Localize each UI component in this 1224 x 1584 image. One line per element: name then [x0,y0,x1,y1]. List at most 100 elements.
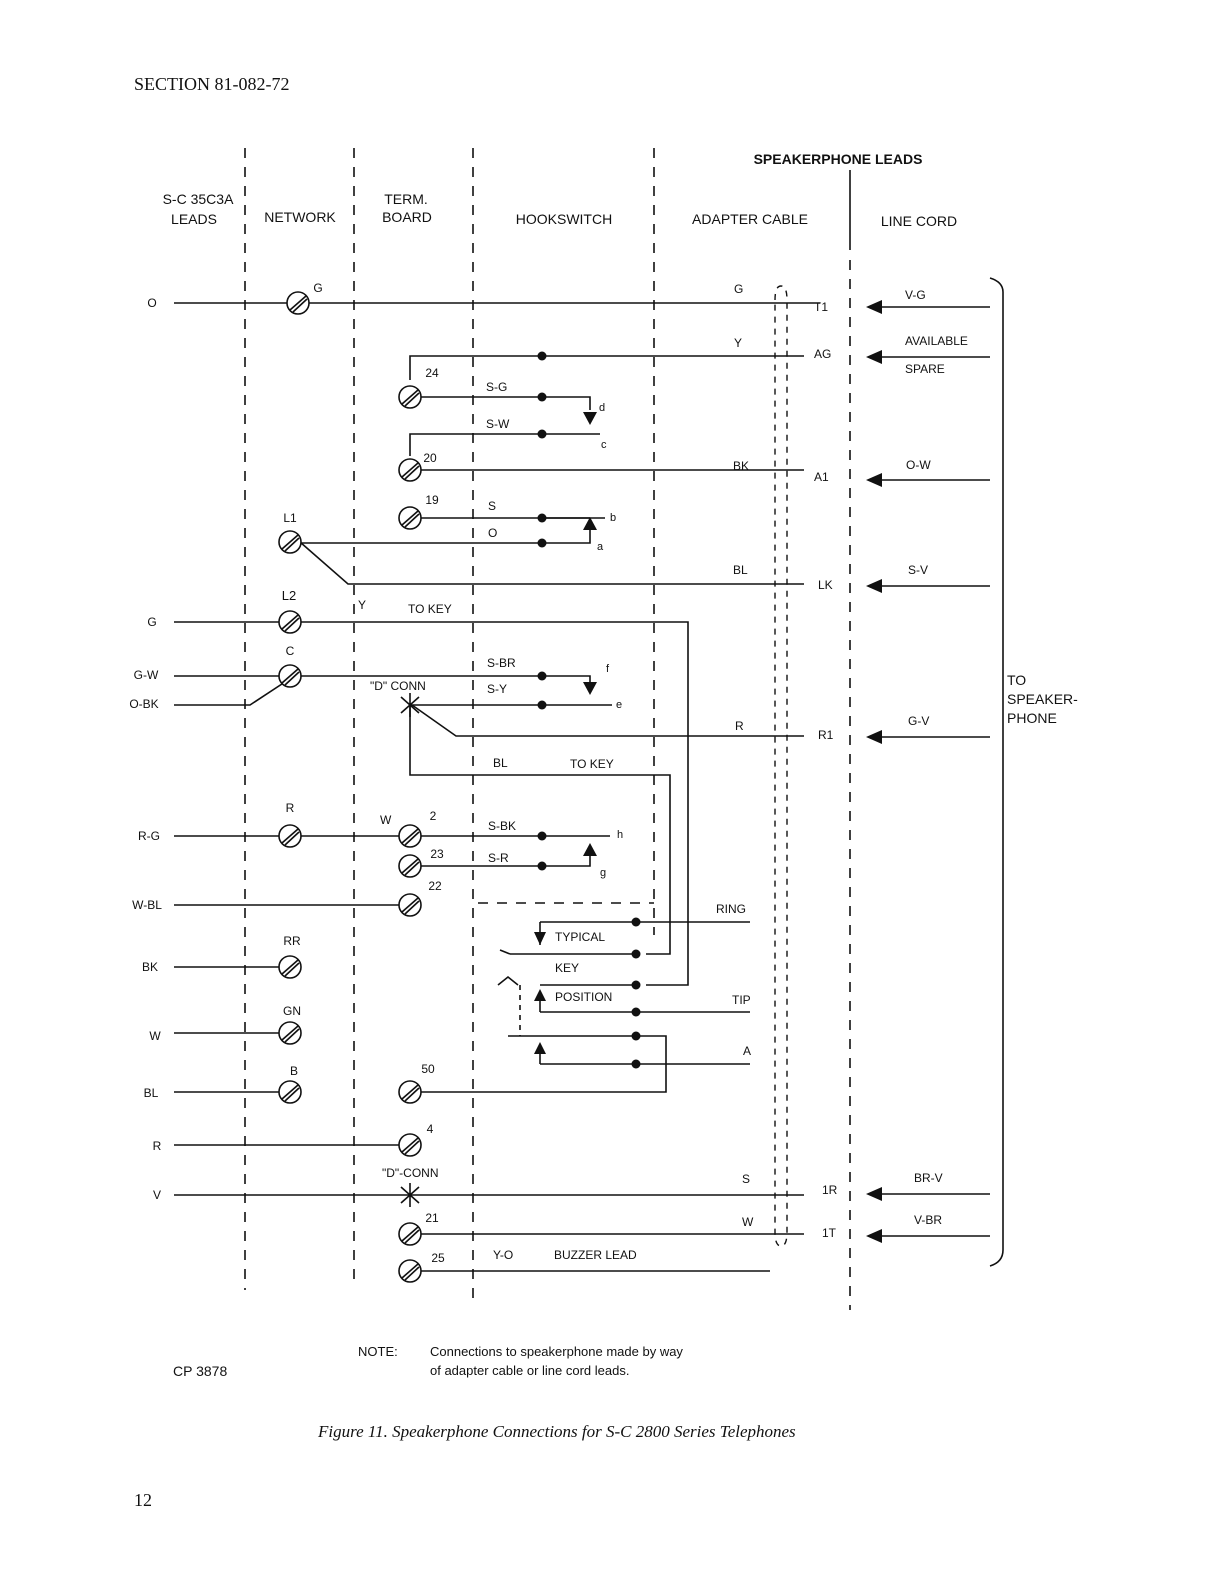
tb-22: 22 [428,879,442,893]
lead-r: R [153,1139,162,1153]
term-lk: LK [818,578,833,592]
net-b: B [290,1064,298,1078]
adapter-g: G [734,282,743,296]
section-header: SECTION 81-082-72 [134,74,290,94]
term-t1: T1 [814,300,828,314]
adapter-s: S [742,1172,750,1186]
hs-s: S [488,499,496,513]
lead-v: V [153,1188,161,1202]
cord-v-br: V-BR [914,1213,942,1227]
heading-hookswitch: HOOKSWITCH [516,211,612,227]
lead-o: O [147,296,156,310]
heading-adapter-cable: ADAPTER CABLE [692,211,808,227]
lead-bk: BK [142,960,158,974]
contact-c: c [601,439,607,451]
contact-dots [537,351,641,1069]
term-a1: A1 [814,470,829,484]
hs-o: O [488,526,497,540]
lead-g-w: G-W [134,668,159,682]
contact-g: g [600,867,606,879]
label-d-conn-1: "D" CONN [370,679,426,693]
to-speakerphone-3: PHONE [1007,710,1057,726]
lead-r-g: R-G [138,829,160,843]
contact-e: e [616,699,622,711]
term-ag: AG [814,347,831,361]
tb-21: 21 [425,1211,439,1225]
tb-23: 23 [430,847,444,861]
cord-available: AVAILABLE [905,334,968,348]
net-r: R [286,801,295,815]
label-key: KEY [555,961,579,975]
contact-d: d [599,402,605,414]
hs-s-r: S-R [488,851,509,865]
contact-b: b [610,512,616,524]
label-to-key-2: TO KEY [570,757,614,771]
heading-sc-leads-2: LEADS [171,211,217,227]
tb-25: 25 [431,1251,445,1265]
label-d-conn-2: "D"-CONN [382,1166,439,1180]
net-gn: GN [283,1004,301,1018]
net-l1: L1 [283,511,297,525]
tb-4: 4 [427,1122,434,1136]
note-label: NOTE: [358,1344,398,1359]
tb-50: 50 [421,1062,435,1076]
contact-f: f [606,663,610,675]
contact-h: h [617,829,623,841]
hs-s-g: S-G [486,380,507,394]
heading-speakerphone-leads: SPEAKERPHONE LEADS [754,151,923,167]
cord-v-g: V-G [905,288,926,302]
hs-bl: BL [493,756,508,770]
hs-y-o: Y-O [493,1248,513,1262]
tb-24: 24 [425,366,439,380]
to-speakerphone-1: TO [1007,672,1026,688]
tb-20: 20 [423,451,437,465]
d-connectors [400,693,420,1207]
screw-terminals [278,291,422,1283]
adapter-w: W [742,1215,754,1229]
label-buzzer-lead: BUZZER LEAD [554,1248,637,1262]
heading-term-1: TERM. [384,191,428,207]
adapter-r: R [735,719,744,733]
note-line-2: of adapter cable or line cord leads. [430,1363,629,1378]
lead-bl: BL [144,1086,159,1100]
speakerphone-bracket [989,277,1004,1267]
hs-s-w: S-W [486,417,510,431]
cp-number: CP 3878 [173,1363,227,1379]
net-c: C [286,644,295,658]
contact-a: a [597,541,604,553]
lead-o-bk: O-BK [129,697,158,711]
tb-2: 2 [430,809,437,823]
term-1r: 1R [822,1183,838,1197]
hs-s-y: S-Y [487,682,507,696]
cord-spare: SPARE [905,362,945,376]
net-l2: L2 [282,588,296,603]
adapter-bl: BL [733,563,748,577]
label-y: Y [358,598,366,612]
label-tip: TIP [732,993,751,1007]
cord-g-v: G-V [908,714,929,728]
cord-s-v: S-V [908,563,928,577]
net-rr: RR [283,934,301,948]
heading-line-cord: LINE CORD [881,213,957,229]
label-w: W [380,813,392,827]
column-dividers [244,148,851,1310]
wires [174,302,820,1272]
adapter-bk: BK [733,459,749,473]
page-number: 12 [134,1490,152,1510]
label-position: POSITION [555,990,612,1004]
hs-s-br: S-BR [487,656,516,670]
label-ring: RING [716,902,746,916]
term-1t: 1T [822,1226,837,1240]
adapter-y: Y [734,336,742,350]
line-cord-arrows [866,300,990,1243]
lead-w-bl: W-BL [132,898,162,912]
label-a: A [743,1044,751,1058]
figure-caption: Figure 11. Speakerphone Connections for … [317,1422,796,1441]
typical-key [497,921,750,1065]
contact-arrows [534,412,597,1054]
cord-o-w: O-W [906,458,931,472]
hs-s-bk: S-BK [488,819,516,833]
to-speakerphone-2: SPEAKER- [1007,691,1078,707]
